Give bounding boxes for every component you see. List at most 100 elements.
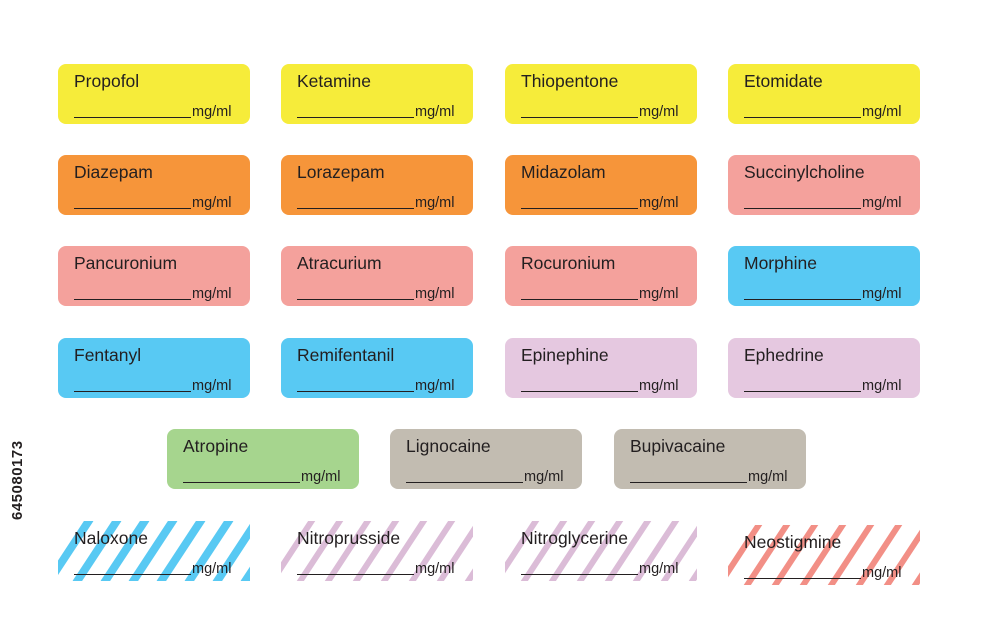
label-propofol: Propofol mg/ml xyxy=(58,64,250,124)
stripe xyxy=(548,521,596,581)
label-atracurium: Atracurium mg/ml xyxy=(281,246,473,306)
dose-line xyxy=(183,482,300,483)
stripe xyxy=(436,525,473,581)
dose-line xyxy=(297,574,414,575)
dose-line xyxy=(521,574,638,575)
stripe xyxy=(576,521,624,581)
stripe xyxy=(728,525,763,578)
dose-line xyxy=(744,299,861,300)
unit-text: mg/ml xyxy=(862,195,902,211)
dose-line xyxy=(297,299,414,300)
label-name: Morphine xyxy=(744,253,817,273)
unit-text: mg/ml xyxy=(862,565,902,581)
label-midazolam: Midazolam mg/ml xyxy=(505,155,697,215)
label-name: Midazolam xyxy=(521,162,606,182)
unit-text: mg/ml xyxy=(862,378,902,394)
dose-line xyxy=(74,574,191,575)
stripe xyxy=(408,521,456,581)
stripe xyxy=(281,521,316,574)
label-name: Fentanyl xyxy=(74,345,142,365)
label-name: Diazepam xyxy=(74,162,153,182)
unit-text: mg/ml xyxy=(639,561,679,577)
stripe-pattern xyxy=(58,521,250,581)
stripe xyxy=(156,521,206,581)
stripe xyxy=(58,521,94,576)
stripe-pattern xyxy=(505,521,697,581)
dose-line xyxy=(744,208,861,209)
label-ketamine: Ketamine mg/ml xyxy=(281,64,473,124)
label-morphine: Morphine mg/ml xyxy=(728,246,920,306)
label-name: Remifentanil xyxy=(297,345,395,365)
dose-line xyxy=(744,391,861,392)
label-atropine: Atropine mg/ml xyxy=(167,429,359,489)
dose-line xyxy=(521,391,638,392)
stripe xyxy=(505,521,540,574)
dose-line xyxy=(74,117,191,118)
dose-line xyxy=(74,299,191,300)
stripe-pattern xyxy=(728,525,920,585)
dose-line xyxy=(521,117,638,118)
stripe xyxy=(128,521,178,581)
stripe xyxy=(380,521,428,581)
label-name: Lignocaine xyxy=(406,436,491,456)
stripe xyxy=(324,521,372,581)
dose-line xyxy=(297,117,414,118)
label-name: Neostigmine xyxy=(744,532,842,552)
unit-text: mg/ml xyxy=(524,469,564,485)
label-diazepam: Diazepam mg/ml xyxy=(58,155,250,215)
stripe xyxy=(771,525,819,585)
label-naloxone: Naloxone mg/ml xyxy=(58,521,250,581)
label-nitroglycerine: Nitroglycerine mg/ml xyxy=(505,521,697,581)
label-name: Etomidate xyxy=(744,71,823,91)
unit-text: mg/ml xyxy=(415,286,455,302)
label-name: Nitroglycerine xyxy=(521,528,628,548)
label-remifentanil: Remifentanil mg/ml xyxy=(281,338,473,398)
stripe xyxy=(883,529,920,585)
label-neostigmine: Neostigmine mg/ml xyxy=(728,525,920,585)
unit-text: mg/ml xyxy=(862,104,902,120)
dose-line xyxy=(521,299,638,300)
stripe xyxy=(520,521,568,581)
label-fentanyl: Fentanyl mg/ml xyxy=(58,338,250,398)
dose-line xyxy=(74,208,191,209)
stripe xyxy=(799,525,847,585)
unit-text: mg/ml xyxy=(415,561,455,577)
stripe xyxy=(184,521,234,581)
dose-line xyxy=(744,578,861,579)
label-rocuronium: Rocuronium mg/ml xyxy=(505,246,697,306)
label-name: Ephedrine xyxy=(744,345,824,365)
stripe xyxy=(604,521,652,581)
label-name: Lorazepam xyxy=(297,162,385,182)
unit-text: mg/ml xyxy=(639,104,679,120)
label-name: Naloxone xyxy=(74,528,148,548)
unit-text: mg/ml xyxy=(639,195,679,211)
label-name: Succinylcholine xyxy=(744,162,865,182)
unit-text: mg/ml xyxy=(862,286,902,302)
label-bupivacaine: Bupivacaine mg/ml xyxy=(614,429,806,489)
stripe xyxy=(855,525,903,585)
unit-text: mg/ml xyxy=(415,104,455,120)
label-name: Epinephine xyxy=(521,345,609,365)
label-ephedrine: Ephedrine mg/ml xyxy=(728,338,920,398)
label-nitroprusside: Nitroprusside mg/ml xyxy=(281,521,473,581)
stripe xyxy=(212,523,250,581)
unit-text: mg/ml xyxy=(192,378,232,394)
dose-line xyxy=(297,391,414,392)
label-etomidate: Etomidate mg/ml xyxy=(728,64,920,124)
dose-line xyxy=(297,208,414,209)
stripe xyxy=(100,521,150,581)
label-name: Propofol xyxy=(74,71,140,91)
stripe-pattern xyxy=(281,521,473,581)
label-lignocaine: Lignocaine mg/ml xyxy=(390,429,582,489)
unit-text: mg/ml xyxy=(639,378,679,394)
stripe xyxy=(660,525,697,581)
label-succinylcholine: Succinylcholine mg/ml xyxy=(728,155,920,215)
unit-text: mg/ml xyxy=(748,469,788,485)
label-name: Bupivacaine xyxy=(630,436,726,456)
unit-text: mg/ml xyxy=(415,195,455,211)
label-name: Pancuronium xyxy=(74,253,178,273)
label-name: Ketamine xyxy=(297,71,371,91)
dose-line xyxy=(744,117,861,118)
label-name: Atropine xyxy=(183,436,249,456)
